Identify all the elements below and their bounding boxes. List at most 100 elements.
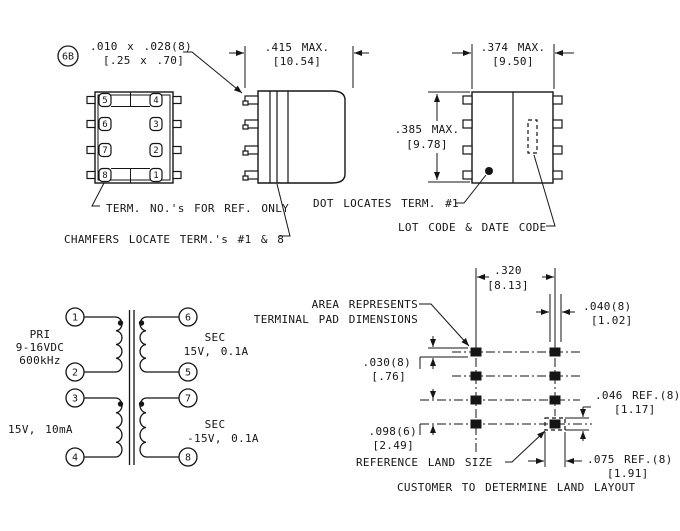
- ref-land-leader: [505, 430, 546, 463]
- tab: [172, 95, 182, 105]
- phase-dot: [138, 320, 145, 326]
- lead: [244, 170, 259, 180]
- pin-number: 7: [185, 394, 191, 405]
- label-pri: PRI: [30, 328, 51, 341]
- lead-foot: [242, 175, 249, 181]
- tab: [172, 170, 182, 180]
- dim-385-mm: [9.78]: [406, 138, 448, 151]
- land-pad: [470, 371, 482, 381]
- pad-8: [98, 167, 112, 183]
- terminal1-dot: [485, 167, 493, 175]
- tab: [552, 95, 563, 105]
- dot-leader: [455, 174, 487, 204]
- pin-number: 4: [72, 453, 78, 464]
- chamfers-leader: [276, 183, 291, 237]
- land-pad: [549, 347, 561, 357]
- note-customer: CUSTOMER TO DETERMINE LAND LAYOUT: [397, 481, 636, 494]
- dim-385: .385 MAX.: [395, 123, 460, 136]
- lot-leader: [533, 154, 556, 227]
- pad-dim-line2: [.25 x .70]: [103, 54, 184, 67]
- land-pattern: .320 [8.13] .040(8) [1.02] .030(8) [.76]…: [254, 264, 680, 494]
- tab: [172, 145, 182, 155]
- label-sec2: SEC: [205, 418, 226, 431]
- land-pad: [549, 395, 561, 405]
- pad-dim-leader: [183, 51, 243, 94]
- pad-5: [98, 92, 112, 108]
- tab: [86, 170, 96, 180]
- pad-number: 7: [102, 146, 107, 156]
- lead: [244, 119, 259, 129]
- pad-3: [149, 116, 163, 132]
- tab: [86, 119, 96, 129]
- side-body: [257, 90, 346, 184]
- phase-dot: [138, 401, 145, 407]
- pin-number: 1: [72, 313, 78, 324]
- phase-dot: [117, 320, 124, 326]
- dim-046: .046 REF.(8): [595, 389, 680, 402]
- pad-1: [149, 167, 163, 183]
- note-ref-land: REFERENCE LAND SIZE: [356, 456, 493, 469]
- balloon-callout: 6B .010 x .028(8) [.25 x .70]: [57, 40, 243, 94]
- tab: [86, 145, 96, 155]
- pad-number: 4: [153, 96, 158, 106]
- lead-foot: [242, 100, 249, 106]
- pad-7: [98, 142, 112, 158]
- label-sec2-rating: -15V, 0.1A: [187, 432, 259, 445]
- tab: [552, 145, 563, 155]
- land-pad: [549, 419, 561, 429]
- lead-foot: [242, 150, 249, 156]
- dim-374: .374 MAX.: [481, 41, 546, 54]
- tab: [172, 119, 182, 129]
- land-pad: [549, 371, 561, 381]
- schematic: 1 2 3 4 6 5 7 8 PRI 9-16VDC 600kHz 15V, …: [8, 307, 259, 467]
- pad-2: [149, 142, 163, 158]
- dim-098-mm: [2.49]: [372, 439, 414, 452]
- note-area-line2: TERMINAL PAD DIMENSIONS: [254, 313, 418, 326]
- tab: [86, 95, 96, 105]
- dim-320-mm: [8.13]: [487, 279, 529, 292]
- dim-320: .320: [494, 264, 522, 277]
- lot-code-box: [527, 119, 538, 154]
- package-marking-view: .374 MAX. [9.50] .385 MAX. [9.78]: [395, 41, 574, 227]
- winding-aux: [115, 397, 123, 458]
- dim-075-mm: [1.91]: [607, 467, 649, 480]
- note-lot: LOT CODE & DATE CODE: [398, 221, 546, 234]
- package-outline: [94, 91, 174, 184]
- pad-number: 1: [153, 171, 158, 181]
- pad-number: 2: [153, 146, 158, 156]
- note-term-ref: TERM. NO.'s FOR REF. ONLY: [106, 202, 289, 215]
- pin-number: 2: [72, 368, 78, 379]
- dim-046-mm: [1.17]: [614, 403, 656, 416]
- label-aux: 15V, 10mA: [8, 423, 73, 436]
- land-pad: [470, 395, 482, 405]
- tab: [462, 145, 473, 155]
- tab: [462, 119, 473, 129]
- label-pri-freq: 600kHz: [19, 354, 61, 367]
- package-pad-view: 5 6 7 8 4 3 2 1: [86, 91, 182, 207]
- pad-number: 6: [102, 120, 107, 130]
- dim-040: .040(8): [583, 300, 631, 313]
- land-pad: [470, 347, 482, 357]
- pad-number: 3: [153, 120, 158, 130]
- label-pri-voltage: 9-16VDC: [16, 341, 64, 354]
- balloon-circle: [57, 45, 79, 67]
- dim-098: .098(6): [369, 425, 417, 438]
- lead: [244, 95, 259, 105]
- note-area-line1: AREA REPRESENTS: [312, 298, 418, 311]
- phase-dot: [117, 401, 124, 407]
- package-inner-outline: [97, 94, 171, 181]
- pin-number: 8: [185, 453, 191, 464]
- dim-040-mm: [1.02]: [591, 314, 633, 327]
- dim-030-mm: [.76]: [371, 370, 406, 383]
- term-ref-leader: [91, 182, 105, 207]
- dim-415: .415 MAX.: [265, 41, 330, 54]
- pad-6: [98, 116, 112, 132]
- label-sec1-rating: 15V, 0.1A: [184, 345, 249, 358]
- land-pad: [470, 419, 482, 429]
- winding-sec1: [139, 316, 147, 373]
- tab: [552, 119, 563, 129]
- pad-dim-line1: .010 x .028(8): [90, 40, 192, 53]
- reference-land-box: [544, 417, 566, 431]
